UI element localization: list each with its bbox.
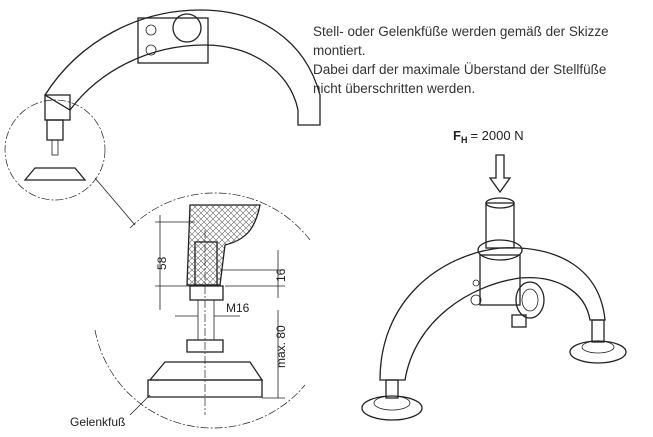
foot-label: Gelenkfuß [70, 415, 125, 429]
detail-circle-large: 58 16 M16 max. 80 Gelenkfuß [70, 192, 311, 429]
svg-text:FH= 2000 N: FH= 2000 N [453, 128, 524, 145]
mounting-description: Stell- oder Gelenkfüße werden gemäß der … [313, 22, 609, 98]
dim-height-58: 58 [155, 256, 169, 270]
force-symbol: F [453, 128, 461, 143]
force-arrow-icon [488, 154, 512, 194]
force-value: = 2000 N [470, 128, 523, 143]
bridge-arch-side-view [44, 9, 321, 126]
dim-thread-depth-16: 16 [274, 268, 288, 282]
detail-circle-small [4, 99, 136, 226]
dim-max-80: max. 80 [274, 325, 288, 368]
tripod-3d-view [361, 197, 627, 421]
description-line: Dabei darf der maximale Überstand der St… [313, 62, 607, 77]
description-line: montiert. [313, 43, 366, 58]
dim-thread-m16: M16 [226, 301, 250, 315]
description-line: nicht überschritten werden. [313, 81, 476, 96]
force-label: FH= 2000 N [453, 128, 524, 145]
force-subscript: H [461, 135, 468, 145]
description-line: Stell- oder Gelenkfüße werden gemäß der … [313, 24, 609, 39]
